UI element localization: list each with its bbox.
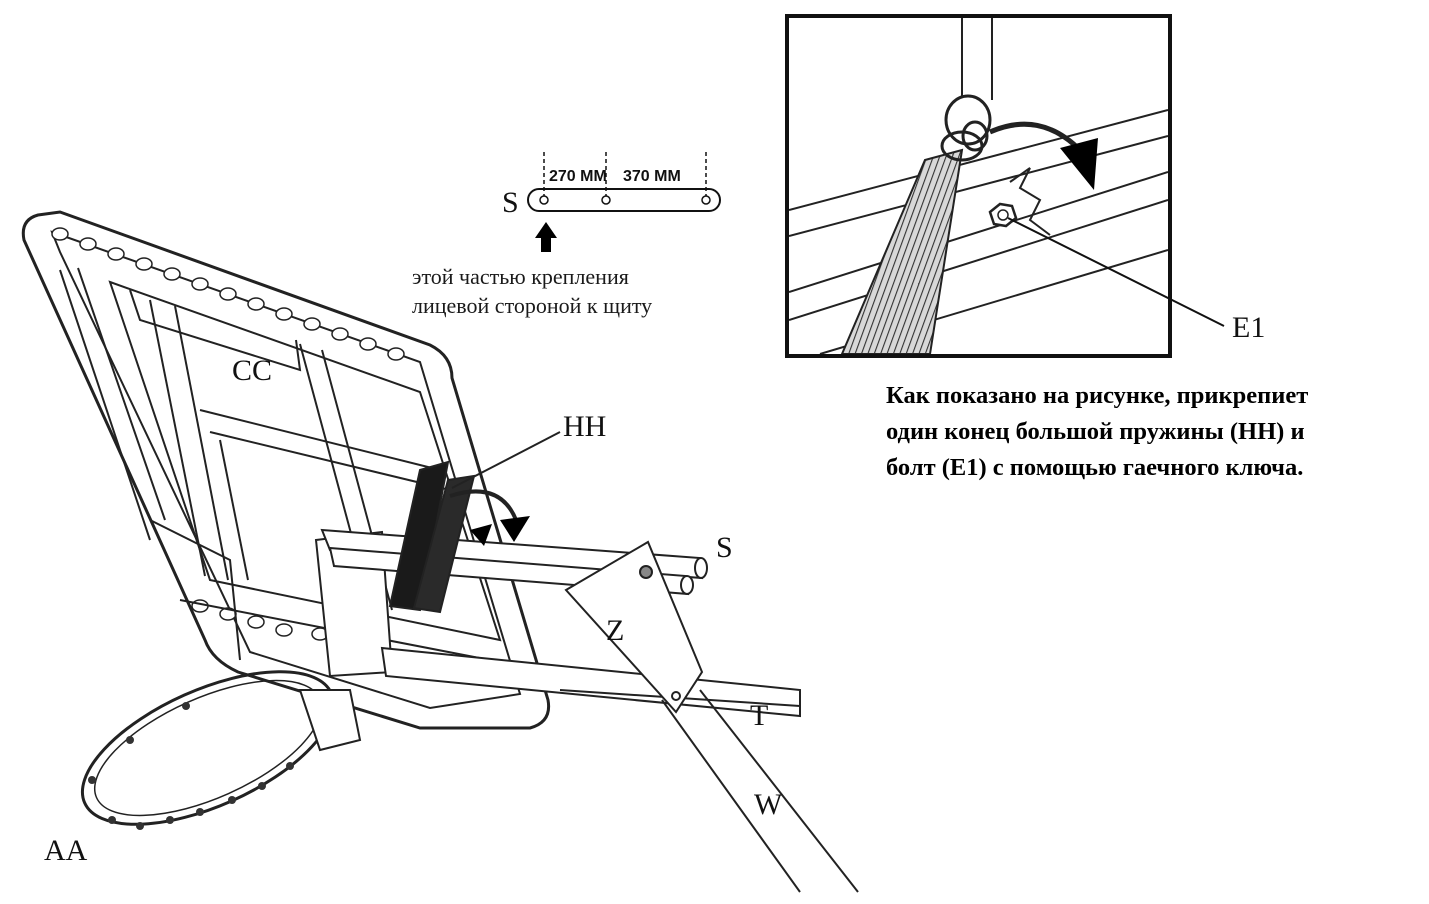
label-t: T (750, 699, 768, 732)
dimension-270: 270 MM (549, 168, 607, 185)
instruction-line-1: Как показано на рисунке, прикрепиет (886, 382, 1309, 409)
label-w: W (754, 788, 783, 821)
up-arrow-icon (535, 222, 557, 252)
label-s-main: S (716, 531, 733, 564)
instruction-line-3: болт (E1) с помощью гаечного ключа. (886, 454, 1304, 481)
instruction-line-2: один конец большой пружины (HH) и (886, 418, 1305, 445)
label-e1: E1 (1232, 311, 1265, 344)
label-z: Z (606, 614, 624, 647)
rod-s-dimension-sketch (527, 152, 721, 212)
detail-inset (785, 14, 1225, 358)
instruction-caption: Как показано на рисунке, прикрепиет один… (886, 378, 1308, 486)
backboard-assembly (21, 210, 859, 893)
label-hh: HH (563, 410, 606, 443)
mounting-note-line-1: этой частью крепления (412, 264, 629, 289)
label-aa: AA (44, 834, 88, 867)
label-s-small: S (502, 186, 519, 219)
mounting-note: этой частью крепления лицевой стороной к… (412, 262, 652, 320)
label-cc: CC (232, 354, 272, 387)
dimension-370: 370 MM (623, 168, 681, 185)
mounting-note-line-2: лицевой стороной к щиту (412, 293, 653, 318)
